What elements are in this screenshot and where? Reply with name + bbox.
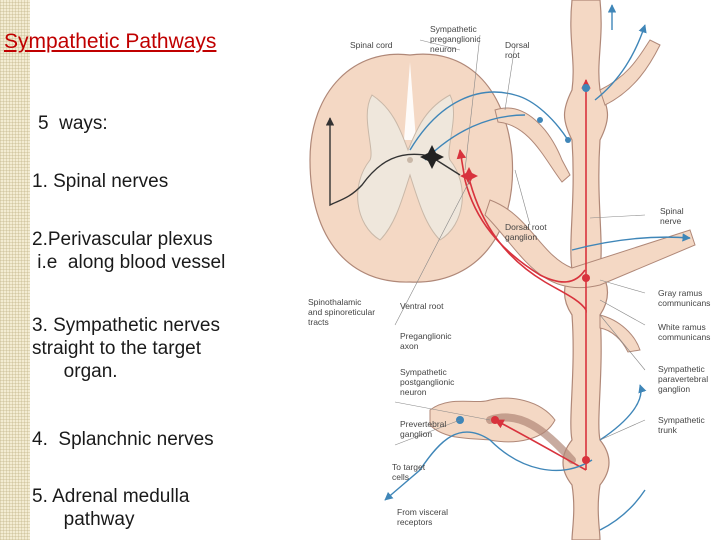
leader-lines <box>394 34 646 446</box>
preganglionic-fibers <box>456 79 591 471</box>
list-item-4: 4. Splanchnic nerves <box>32 429 214 450</box>
slide-title: Sympathetic Pathways <box>4 30 217 53</box>
label-ventral-root: Ventral root <box>400 301 444 311</box>
spinal-cord-section <box>309 53 514 283</box>
decorative-stripe <box>0 0 30 540</box>
label-spinal-cord: Spinal cord <box>350 40 393 50</box>
list-item-5: 5. Adrenal medulla pathway <box>32 486 190 530</box>
spinal-nerve-bundle <box>484 39 696 353</box>
list-item-2: 2.Perivascular plexus i.e along blood ve… <box>32 229 226 273</box>
list-item-3: 3. Sympathetic nerves straight to the ta… <box>32 315 220 382</box>
list-item-1: 1. Spinal nerves <box>32 171 169 192</box>
intro-text: 5 ways: <box>38 113 108 134</box>
